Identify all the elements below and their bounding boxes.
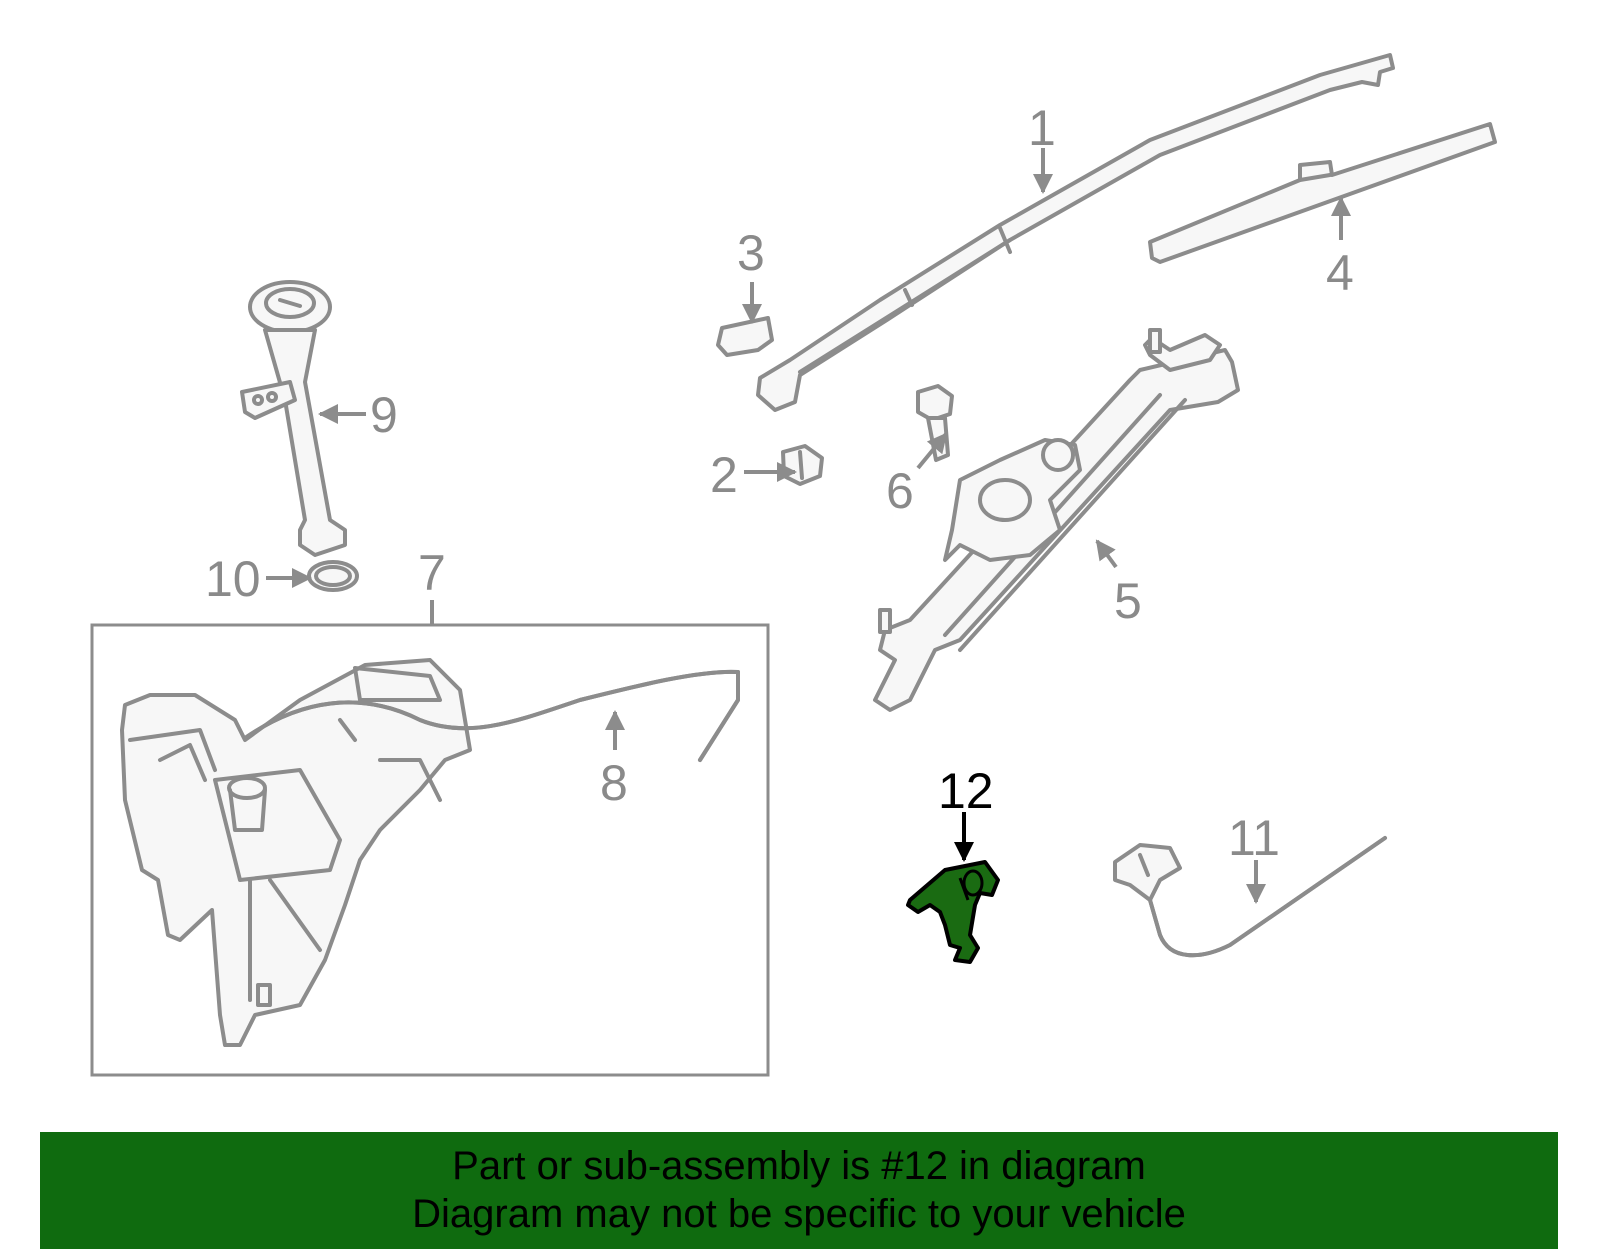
callout-4: 4 bbox=[1326, 245, 1354, 301]
callout-6: 6 bbox=[886, 463, 914, 519]
callout-12-highlighted: 12 bbox=[938, 763, 994, 819]
callout-3: 3 bbox=[737, 225, 765, 281]
callout-8: 8 bbox=[600, 755, 628, 811]
hose-part-8 bbox=[243, 669, 740, 762]
washer-hose-part-11 bbox=[1113, 836, 1387, 958]
banner-line-1: Part or sub-assembly is #12 in diagram bbox=[452, 1144, 1146, 1188]
callout-5: 5 bbox=[1114, 573, 1142, 629]
washer-nozzle-part-12 bbox=[906, 860, 1000, 964]
callout-1: 1 bbox=[1028, 100, 1056, 156]
info-banner: Part or sub-assembly is #12 in diagram D… bbox=[40, 1132, 1558, 1249]
cap-part-3 bbox=[716, 316, 774, 357]
wiper-arm-part-1 bbox=[756, 53, 1395, 412]
washer-reservoir bbox=[120, 658, 472, 1047]
nut-part-2 bbox=[781, 444, 824, 486]
callout-9: 9 bbox=[370, 387, 398, 443]
callout-2: 2 bbox=[710, 447, 738, 503]
wiper-linkage-part-5 bbox=[873, 328, 1240, 712]
leader-lines bbox=[266, 148, 1351, 904]
gasket-part-10 bbox=[307, 560, 359, 592]
filler-neck-part-9 bbox=[240, 280, 347, 557]
banner-line-2: Diagram may not be specific to your vehi… bbox=[412, 1192, 1186, 1236]
callout-10: 10 bbox=[205, 551, 261, 607]
wiper-blade-part-4 bbox=[1148, 122, 1497, 264]
callout-7: 7 bbox=[418, 545, 446, 601]
callout-11: 11 bbox=[1228, 810, 1280, 866]
